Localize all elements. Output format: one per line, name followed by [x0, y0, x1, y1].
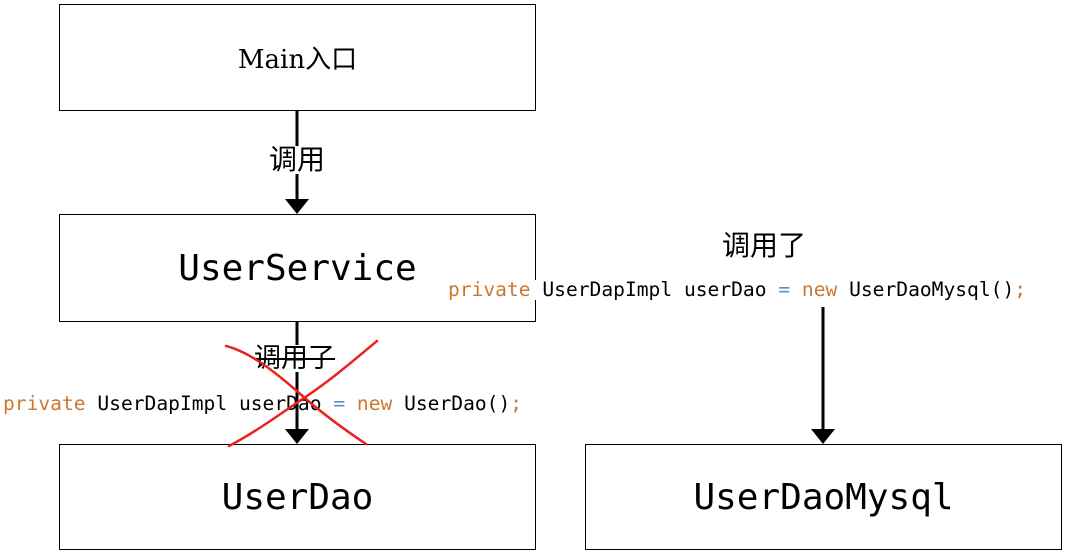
code-new-keyword: new [356, 392, 393, 415]
code-snippet-mysql: private UserDapImpl userDao = new UserDa… [448, 278, 1027, 301]
code-constructor: UserDao() [404, 392, 511, 415]
code-keyword: private [448, 278, 531, 301]
call-label-main-service: 调用 [268, 143, 327, 176]
code-semicolon: ; [510, 392, 523, 415]
arrowhead-service-dao [285, 429, 309, 444]
code-variable: userDao [683, 278, 767, 301]
main-entry-label: Main入口 [237, 45, 358, 75]
code-operator: = [333, 392, 346, 415]
arrowhead-service-mysql [811, 429, 835, 444]
user-service-box: UserService [59, 214, 536, 322]
user-dao-label: UserDao [221, 476, 374, 518]
code-type: UserDapImpl [542, 278, 673, 301]
main-entry-box: Main入口 [59, 4, 536, 111]
code-new-keyword: new [801, 278, 838, 301]
code-constructor: UserDaoMysql() [849, 278, 1015, 301]
code-type: UserDapImpl [97, 392, 228, 415]
code-operator: = [778, 278, 791, 301]
code-snippet-dao: private UserDapImpl userDao = new UserDa… [3, 394, 522, 414]
user-dao-mysql-label: UserDaoMysql [693, 476, 954, 518]
code-semicolon: ; [1014, 278, 1027, 301]
arrowhead-main-service [285, 199, 309, 214]
call-label-service-dao-struck: 调用了 [254, 343, 335, 374]
code-variable: userDao [238, 392, 322, 415]
user-dao-mysql-box: UserDaoMysql [585, 444, 1062, 550]
user-dao-box: UserDao [59, 444, 536, 550]
call-label-service-mysql: 调用了 [722, 229, 807, 262]
user-service-label: UserService [178, 247, 417, 289]
code-keyword: private [3, 392, 86, 415]
